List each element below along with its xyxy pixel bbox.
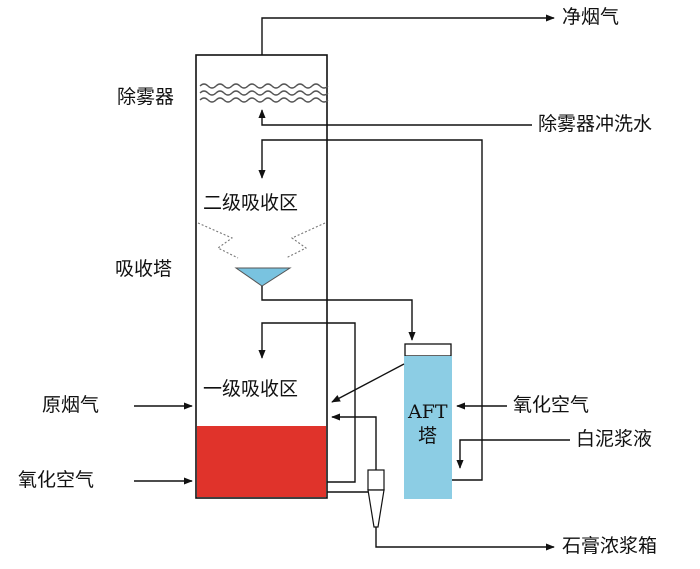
white-mud-line bbox=[456, 439, 570, 469]
liquid-collector-icon bbox=[197, 222, 326, 287]
primary-loop-line bbox=[258, 322, 356, 483]
label-demister: 除雾器 bbox=[117, 86, 175, 108]
label-primary-absorption-zone: 一级吸收区 bbox=[203, 378, 299, 400]
collector-to-aft-line bbox=[261, 286, 416, 341]
label-absorption-tower: 吸收塔 bbox=[115, 258, 173, 280]
label-gypsum-slurry-tank: 石膏浓浆箱 bbox=[562, 535, 658, 557]
gypsum-underflow-line bbox=[375, 527, 555, 551]
label-oxidation-air-left: 氧化空气 bbox=[18, 469, 95, 491]
hydrocyclone-icon bbox=[367, 469, 385, 528]
label-secondary-absorption-zone: 二级吸收区 bbox=[203, 192, 299, 214]
cyclone-overflow-line bbox=[331, 413, 377, 470]
label-white-mud-slurry: 白泥浆液 bbox=[576, 428, 653, 450]
secondary-return-line bbox=[258, 139, 483, 481]
slurry-pool bbox=[197, 426, 326, 497]
label-demister-wash-water: 除雾器冲洗水 bbox=[538, 113, 653, 135]
label-aft-tower-line2: 塔 bbox=[418, 425, 438, 447]
label-clean-flue-gas: 净烟气 bbox=[562, 6, 620, 28]
aft-tower bbox=[404, 356, 452, 499]
label-aft-tower-line1: AFT bbox=[408, 401, 448, 423]
wash-water-line bbox=[258, 109, 532, 126]
label-raw-flue-gas: 原烟气 bbox=[42, 394, 100, 416]
aft-to-primary-line bbox=[331, 363, 405, 403]
aft-tower-top bbox=[404, 343, 452, 357]
label-oxidation-air-right: 氧化空气 bbox=[513, 394, 590, 416]
demister-icon bbox=[199, 83, 329, 103]
clean-gas-line bbox=[261, 14, 555, 55]
